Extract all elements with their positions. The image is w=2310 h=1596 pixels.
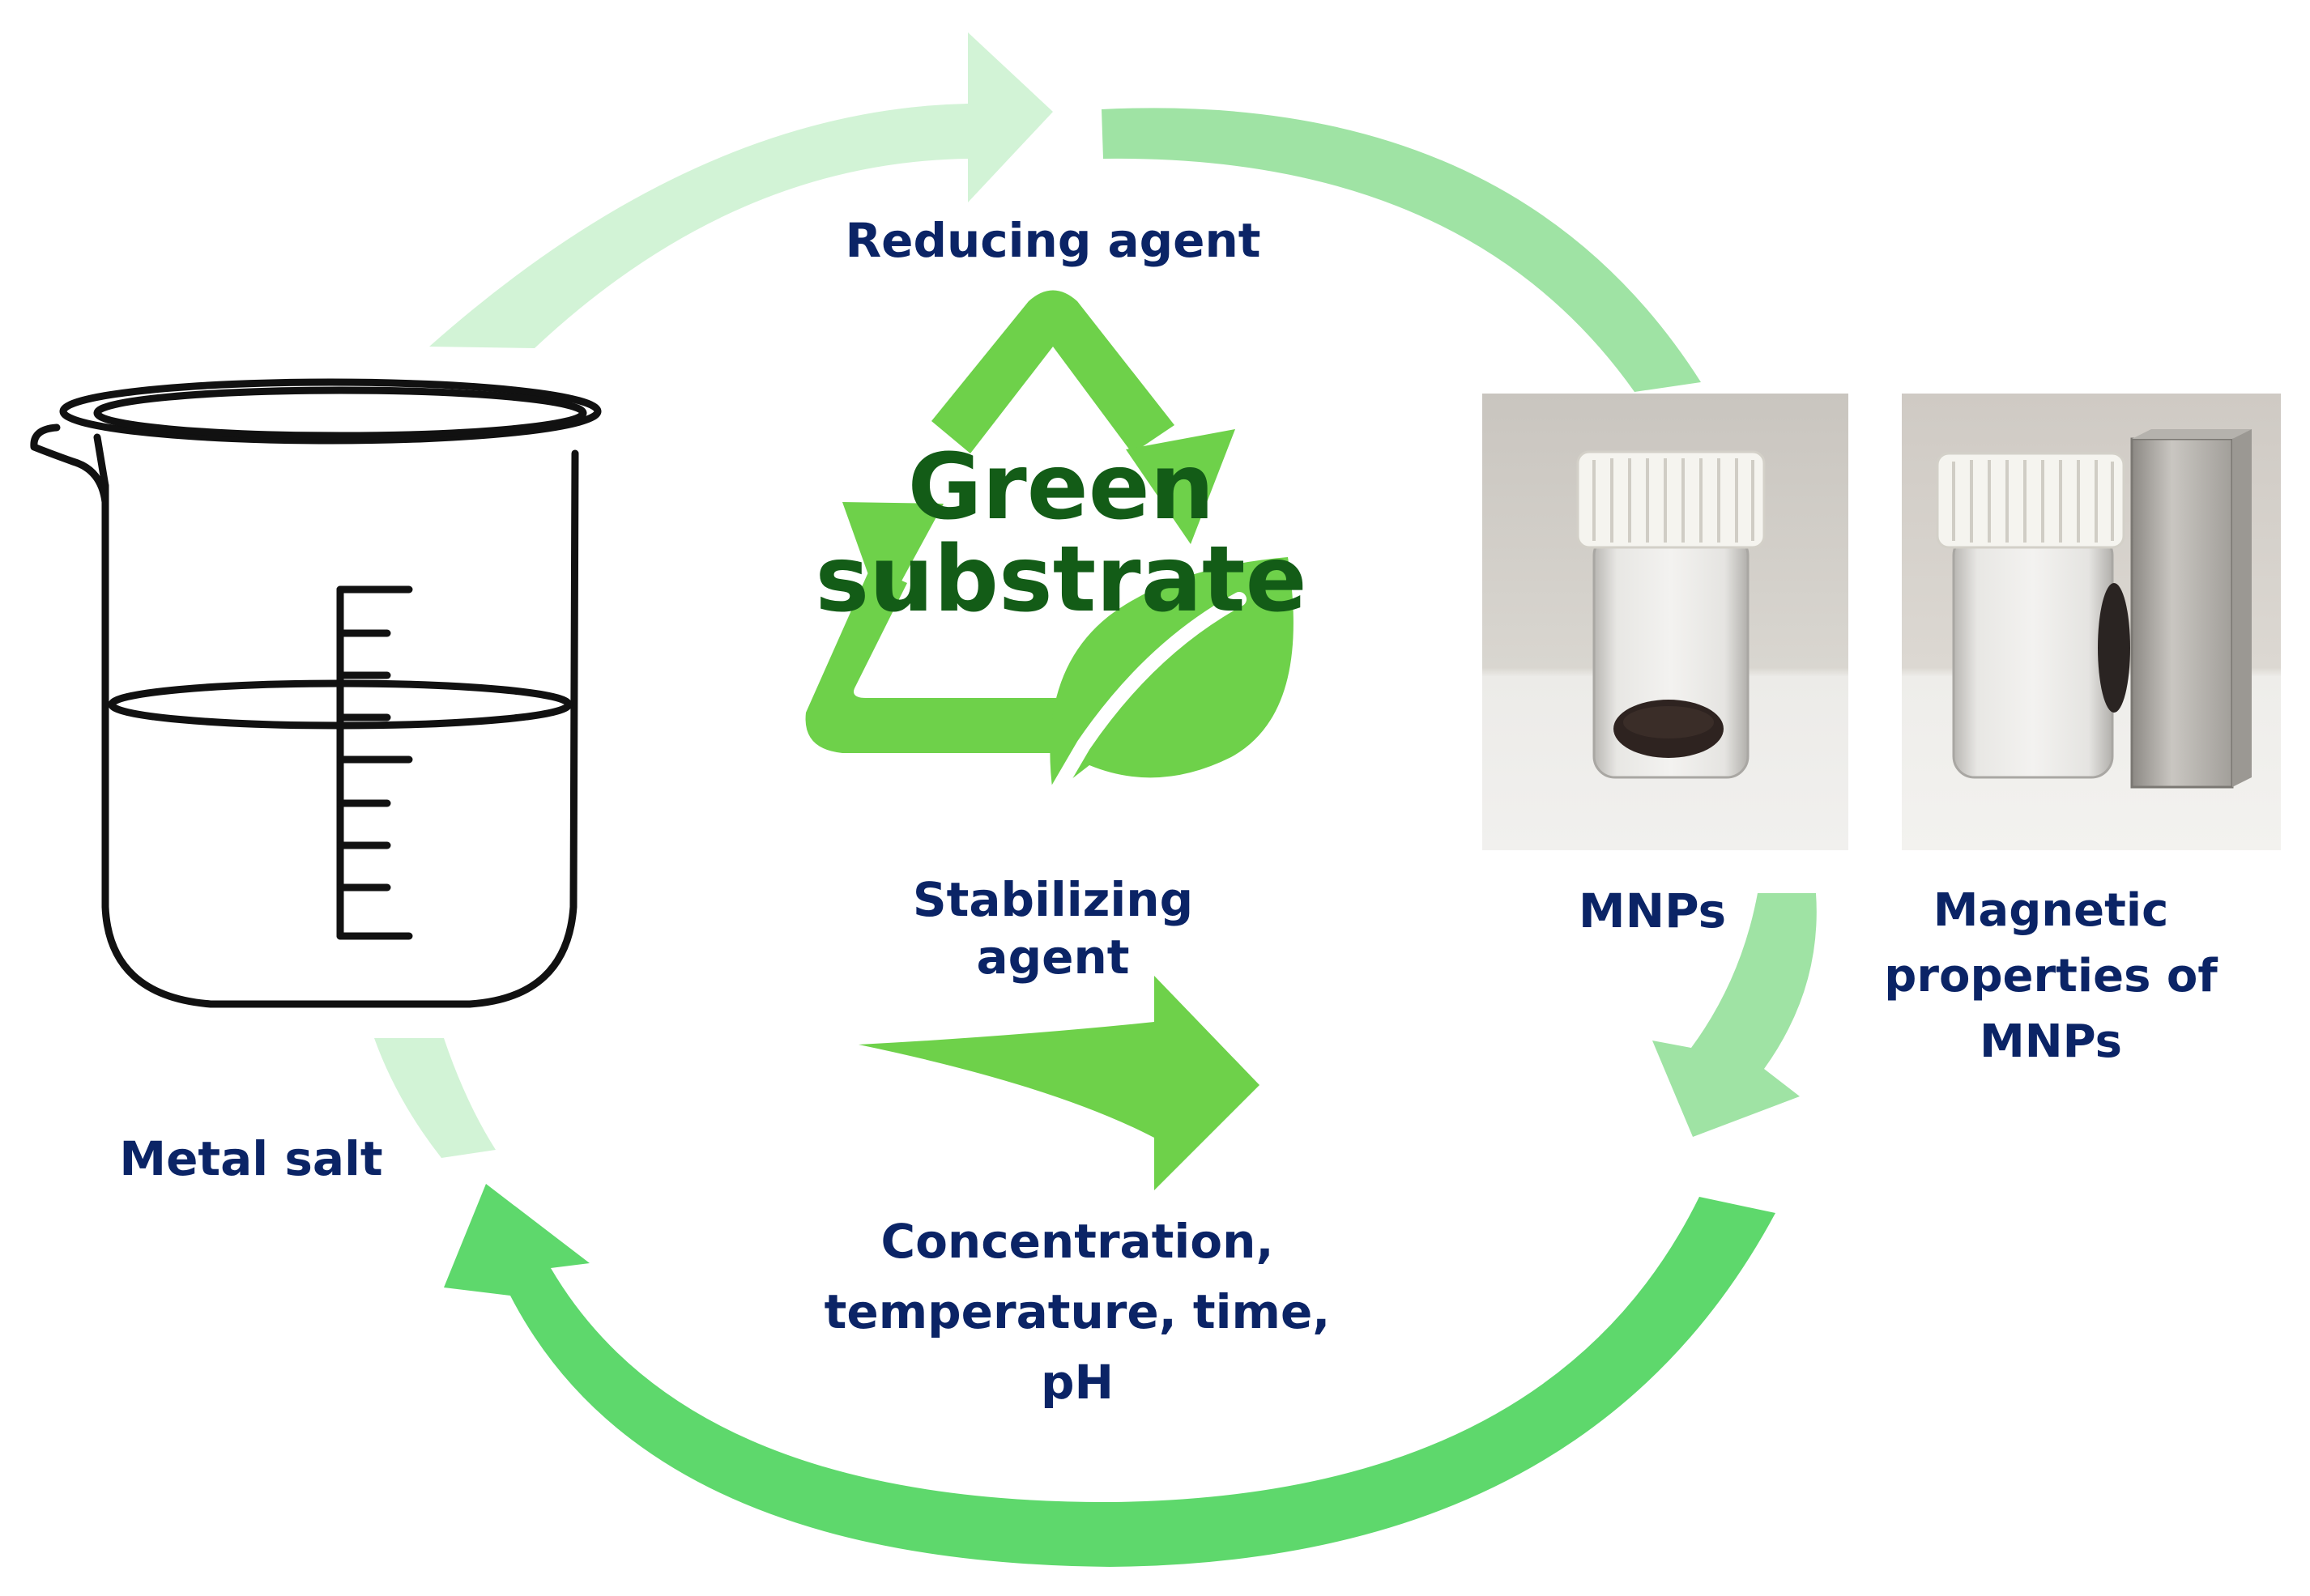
leaf-icon xyxy=(1046,557,1294,805)
arc-arrow-top-right xyxy=(1102,108,1701,392)
label-stabilizing-agent: Stabilizing agent xyxy=(810,871,1296,986)
arc-arrow-bottom xyxy=(444,1184,1775,1567)
label-reducing-agent: Reducing agent xyxy=(845,213,1261,268)
beaker-icon xyxy=(30,378,602,1008)
magnetic-line1: Magnetic xyxy=(1933,884,2169,937)
label-mnps: MNPs xyxy=(1578,883,1727,938)
conditions-line2: temperature, time, xyxy=(824,1284,1331,1339)
stabilizing-line1: Stabilizing xyxy=(912,872,1194,927)
vial-photo xyxy=(1482,394,1848,850)
magnetic-line3: MNPs xyxy=(1980,1015,2122,1069)
conditions-line3: pH xyxy=(1040,1355,1115,1410)
arc-arrow-right-body xyxy=(1652,893,1817,1137)
center-title-line1: Green xyxy=(907,435,1215,540)
stabilizing-arrow xyxy=(859,976,1259,1190)
stabilizing-line2: agent xyxy=(976,929,1130,985)
label-metal-salt: Metal salt xyxy=(119,1131,383,1186)
vial-magnet-photo xyxy=(1902,394,2281,850)
label-magnetic-properties: Magnetic properties of MNPs xyxy=(1848,878,2253,1075)
conditions-line1: Concentration, xyxy=(880,1214,1274,1269)
arc-arrow-top-left xyxy=(429,32,1053,348)
center-title-line2: substrate xyxy=(815,527,1307,633)
arc-arrow-left-small xyxy=(374,1038,496,1158)
center-title: Green substrate xyxy=(802,435,1320,633)
magnetic-line2: properties of xyxy=(1884,950,2218,1003)
label-conditions: Concentration, temperature, time, pH xyxy=(753,1207,1401,1418)
recycle-icon xyxy=(805,290,1235,753)
